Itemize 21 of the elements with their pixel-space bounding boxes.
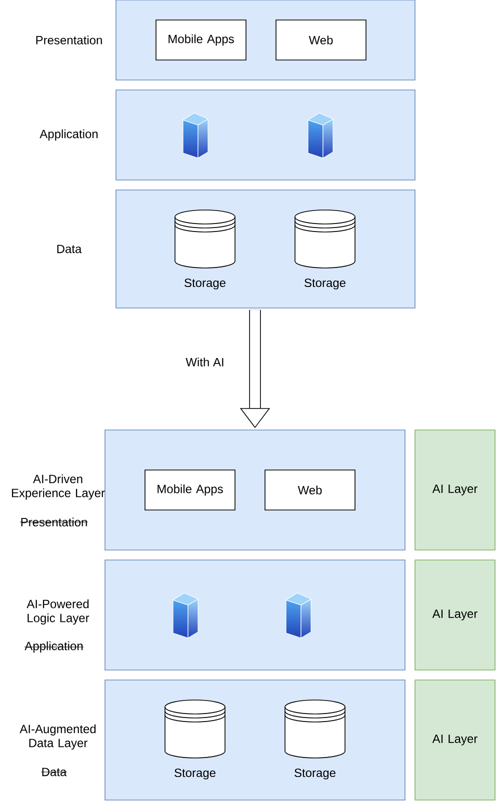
layer-label: AI-Driven Experience Layer (12, 474, 105, 500)
component-box: Mobile Apps (144, 470, 236, 510)
storage-label: Storage (304, 278, 346, 290)
ai-layer-box: AI Layer (414, 430, 496, 550)
component-box: Web (264, 470, 356, 510)
struck-label: Presentation (20, 518, 88, 526)
storage-label: Storage (174, 768, 216, 780)
ai-layer-box: AI Layer (414, 680, 496, 800)
layer-label: AI-Powered Logic Layer (26, 599, 90, 625)
layer-label: AI-Augmented Data Layer (20, 724, 96, 750)
storage-label: Storage (294, 768, 336, 780)
struck-label: Application (24, 641, 84, 653)
layer-label: Presentation (36, 36, 102, 44)
component-box: Web (276, 20, 366, 60)
ai-layer-box: AI Layer (414, 560, 496, 670)
struck-label: Data (40, 768, 68, 776)
storage-label: Storage (184, 278, 226, 290)
layer-label: Application (40, 129, 98, 141)
edge-label: With AI (186, 358, 224, 366)
layer-label: Data (57, 244, 82, 254)
component-box: Mobile Apps (156, 20, 246, 60)
